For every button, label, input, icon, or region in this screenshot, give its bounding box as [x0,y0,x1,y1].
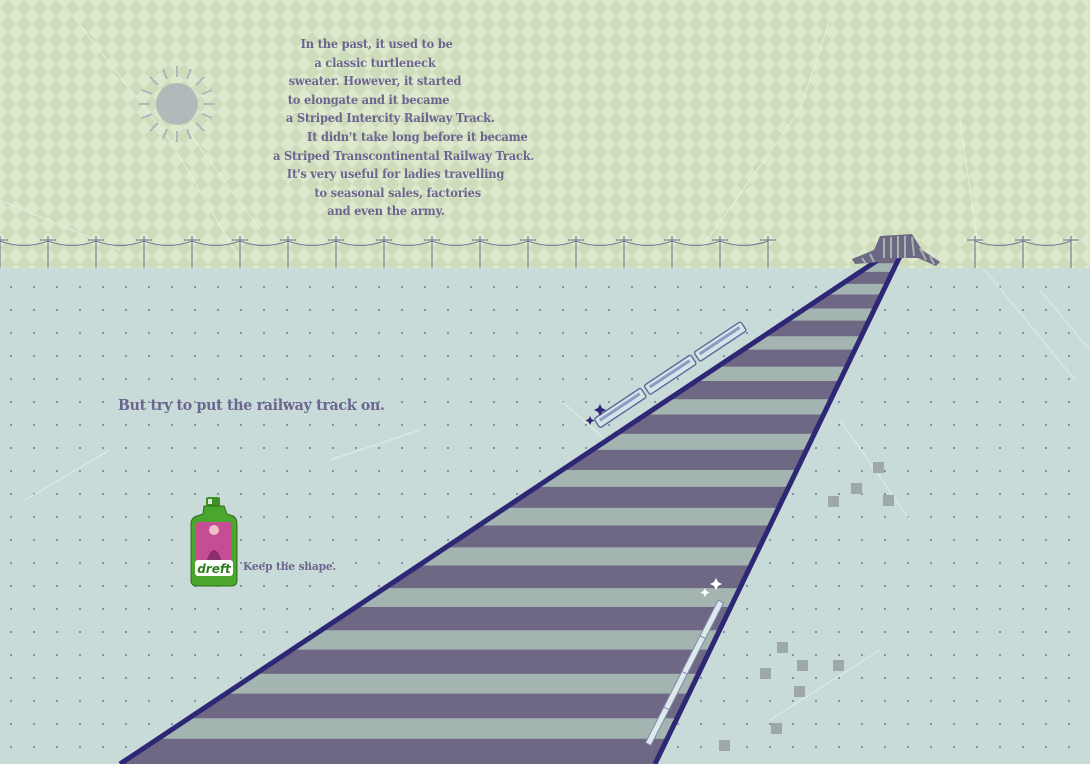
track-stripe [842,271,893,284]
telegraph-wire [479,240,529,247]
story-line: It didn't take long before it became [307,128,528,144]
story-line: sweater. However, it started [288,73,462,89]
telegraph-wire [287,240,337,247]
story-line: a classic turtleneck [314,54,436,70]
scattered-blocks [719,462,894,751]
track-stripe [717,349,855,367]
tagline: But try to put the railway track on. [118,396,385,414]
telegraph-wire [623,240,673,247]
story-line: a Striped Transcontinental Railway Track… [273,147,535,163]
telegraph-wire [1022,240,1072,247]
track-stripe [505,486,789,508]
telegraph-wire [431,240,481,247]
telegraph-wire [239,240,289,247]
product-brand: dreft [197,562,232,576]
track-stripe [562,449,807,470]
sparkle-icon [700,578,722,597]
story-line: to seasonal sales, factories [314,184,481,200]
telegraph-wire [191,240,241,247]
telegraph-wire [0,240,49,247]
track-stripe [321,606,731,631]
telegraph-wire [335,240,385,247]
telegraph-wire [527,240,577,247]
story-line: It's very useful for ladies travelling [286,166,505,182]
track-stripe [445,525,771,548]
scratch-texture [0,0,1090,721]
telegraph-wire [95,240,145,247]
track-edge-right [652,248,906,764]
story-line: In the past, it used to be [300,36,453,51]
story-line: a Striped Intercity Railway Track. [285,110,495,126]
track-stripe [616,414,824,434]
turtleneck-collar [852,234,940,266]
telegraph-wire [575,240,625,247]
track-stripes [120,254,901,764]
telegraph-wire [974,240,1024,247]
sky [0,0,1090,268]
story-line: to elongate and it became [287,91,450,107]
train-icon [593,321,747,428]
telegraph-pole-icon [0,236,8,268]
story-text: In the past, it used to be a classic tur… [250,35,580,221]
telegraph-wire [719,240,769,247]
track-stripe [763,320,869,337]
telegraph-wire [383,240,433,247]
track-stripe [255,649,711,674]
product-slogan: Keep the shape. [243,559,337,573]
track-stripe [120,738,668,764]
track-stripe [188,693,689,719]
detergent-bottle-icon: dreft [189,496,241,588]
telegraph-wire [143,240,193,247]
story-line: and even the army. [327,203,445,219]
telegraph-line [0,236,1079,268]
track-edge-left [118,247,895,764]
track-stripe [384,565,751,589]
sun-icon [139,66,215,142]
sparkle-icon [585,404,606,425]
telegraph-wire [47,240,97,247]
track-stripe [668,381,840,400]
rail-fence [644,599,725,747]
telegraph-wire [671,240,721,247]
